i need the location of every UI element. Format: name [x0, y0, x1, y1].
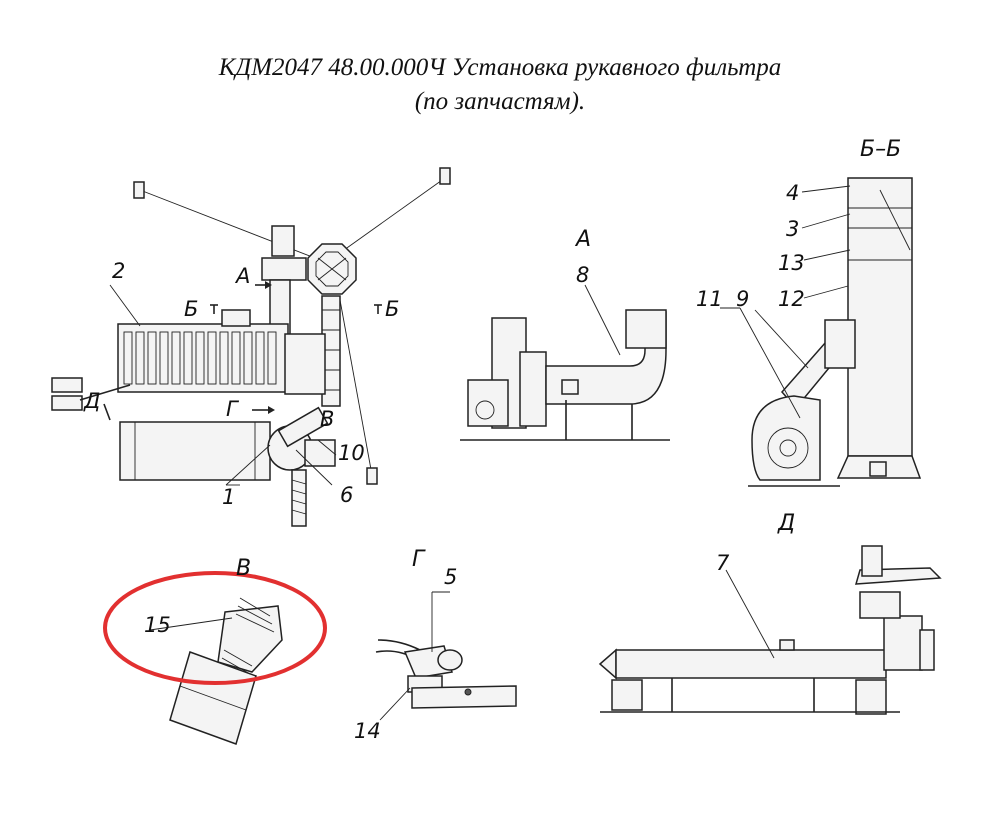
filter-bag	[195, 331, 205, 385]
view-a-fan	[460, 284, 670, 441]
part-label-2: 2	[112, 259, 125, 283]
section-b-mark-left: Б	[184, 297, 198, 321]
section-b-b	[720, 177, 922, 487]
part-label-13: 13	[778, 251, 805, 275]
part-label-15: 15	[144, 613, 171, 637]
drawing-subtitle: (по запчастям).	[414, 88, 586, 115]
part-label-4: 4	[786, 181, 799, 205]
view-d-label: Д	[777, 511, 795, 536]
main-plan-view	[51, 167, 451, 527]
view-d-conveyor	[598, 545, 942, 715]
part-label-3: 3	[786, 217, 799, 241]
filter-bag	[135, 331, 145, 385]
filter-bag	[231, 331, 241, 385]
filter-bag	[219, 331, 229, 385]
filter-bag	[123, 331, 133, 385]
filter-bag	[243, 331, 253, 385]
filter-bag	[159, 331, 169, 385]
filter-bag	[171, 331, 181, 385]
section-v-mark: В	[320, 407, 334, 431]
view-g-detail	[375, 591, 517, 721]
section-g-mark: Г	[226, 397, 240, 421]
filter-bag	[183, 331, 193, 385]
view-v-detail	[103, 571, 327, 745]
filter-bag	[147, 331, 157, 385]
section-b-mark-right: Б	[385, 297, 399, 321]
part-label-12: 12	[778, 287, 805, 311]
part-label-5: 5	[444, 565, 457, 589]
part-label-11: 11	[696, 287, 723, 311]
view-v-label: В	[236, 556, 251, 581]
drawing-title: КДМ2047 48.00.000Ч Установка рукавного ф…	[218, 54, 782, 81]
view-b-section-label: Б–Б	[860, 137, 901, 162]
part-label-6: 6	[340, 483, 353, 507]
part-label-7: 7	[716, 551, 730, 575]
filter-bag	[207, 331, 217, 385]
part-label-8: 8	[576, 263, 589, 287]
part-label-10: 10	[338, 441, 365, 465]
section-a-mark: А	[234, 264, 250, 288]
view-a-label: А	[574, 227, 591, 252]
view-g-label: Г	[412, 547, 426, 572]
filter-bag	[267, 331, 277, 385]
part-label-14: 14	[354, 719, 381, 743]
filter-bag	[255, 331, 265, 385]
section-d-mark: Д	[83, 389, 100, 413]
highlight-circle	[103, 571, 327, 685]
part-label-9: 9	[736, 287, 749, 311]
part-label-1: 1	[222, 485, 235, 509]
